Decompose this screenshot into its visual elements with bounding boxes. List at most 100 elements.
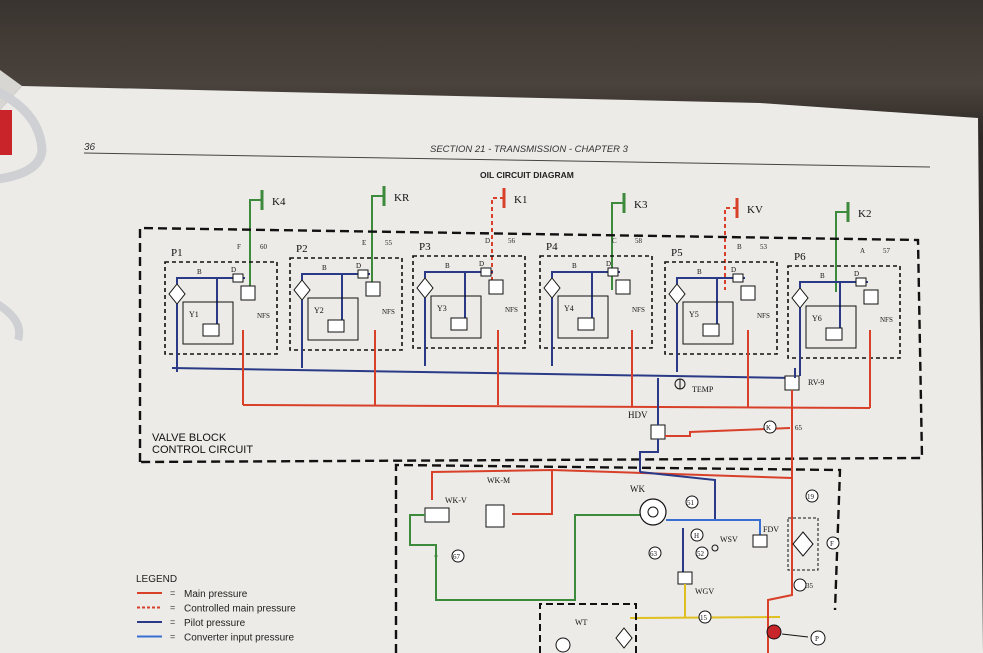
port-35-icon	[793, 578, 807, 592]
k-port-label: K	[766, 424, 771, 432]
clutch-kr: KR	[371, 186, 410, 290]
clutch-label: KR	[394, 192, 410, 204]
legend-item: =Converter input pressure	[137, 632, 294, 644]
port-51-label: 51	[687, 499, 695, 507]
nfs-label: NFS	[632, 306, 645, 314]
port-number: 56	[508, 237, 516, 245]
port-35-label: 35	[806, 582, 814, 590]
position-label: P3	[419, 241, 431, 253]
wt-box	[539, 603, 637, 653]
temp-label: TEMP	[692, 385, 714, 394]
port-label: B	[737, 243, 742, 251]
wk-converter-icon	[639, 498, 667, 526]
solenoid-icon	[577, 317, 595, 331]
b-label: B	[572, 262, 577, 270]
rv9-label: RV-9	[808, 378, 824, 387]
port-number: 53	[760, 243, 768, 251]
h-port-label: H	[694, 532, 699, 540]
d-label: D	[356, 262, 361, 270]
header-rule	[83, 152, 931, 168]
port-67-icon	[451, 549, 465, 563]
solenoid-label: Y3	[437, 304, 447, 313]
clutch-k2: K2	[835, 202, 871, 292]
wgv-label: WGV	[695, 587, 714, 596]
diagram-title: OIL CIRCUIT DIAGRAM	[480, 170, 574, 180]
pressure-valve-icon	[240, 285, 256, 301]
filter-box	[787, 517, 819, 571]
legend-item: =Controlled main pressure	[137, 603, 296, 615]
wkm-label: WK-M	[487, 476, 510, 485]
clutch-k1: K1	[491, 188, 527, 290]
clutch-label: KV	[747, 204, 763, 216]
d-label: D	[731, 266, 736, 274]
clutch-label: K3	[634, 199, 648, 211]
solenoid-box	[805, 305, 857, 349]
f-port-label: F	[830, 540, 834, 548]
binder-ring-lower	[0, 301, 24, 342]
b-label: B	[697, 268, 702, 276]
clutch-layer: K4 KR K1 K3 KV K2	[249, 186, 871, 292]
damper-icon	[607, 267, 619, 277]
legend-text: Pilot pressure	[184, 618, 246, 629]
page-number: 36	[84, 142, 96, 153]
damper-icon	[732, 273, 744, 283]
port-number: 55	[385, 239, 393, 247]
rv9-valve-icon	[784, 375, 800, 391]
control-circuit-label: CONTROL CIRCUIT	[152, 444, 253, 456]
valve-block-boundary	[138, 226, 924, 464]
b-label: B	[197, 268, 202, 276]
port-51-icon	[685, 495, 699, 509]
port-15-label: 15	[700, 614, 708, 622]
k-port-num: 65	[795, 424, 803, 432]
pilot-pressure-bus	[171, 367, 796, 379]
clutch-k4: K4	[249, 190, 286, 290]
nfs-label: NFS	[382, 308, 395, 316]
position-box	[164, 261, 278, 355]
h-port-icon	[690, 528, 704, 542]
solenoid-icon	[327, 319, 345, 333]
hdv-label: HDV	[628, 410, 648, 420]
pressure-valve-icon	[488, 279, 504, 295]
position-label: P1	[171, 247, 183, 259]
paper-page	[0, 86, 983, 653]
green-line-left	[409, 514, 640, 601]
legend-text: Controlled main pressure	[184, 604, 296, 615]
main-pressure-bus	[242, 404, 871, 409]
clutch-k3: K3	[611, 193, 648, 290]
position-label: P6	[794, 251, 806, 263]
d-label: D	[479, 260, 484, 268]
clutch-label: K1	[514, 194, 527, 206]
k-port-icon	[763, 420, 777, 434]
damper-icon	[232, 273, 244, 283]
solenoid-icon	[202, 323, 220, 337]
port-63-label: 63	[650, 550, 658, 558]
solenoid-label: Y6	[812, 314, 822, 323]
solenoid-label: Y5	[689, 310, 699, 319]
b-label: B	[445, 262, 450, 270]
fdv-valve-icon	[752, 534, 768, 548]
b-label: B	[820, 272, 825, 280]
position-label: P2	[296, 243, 308, 255]
pressure-valve-icon	[863, 289, 879, 305]
position-label: P4	[546, 241, 558, 253]
d-label: D	[606, 260, 611, 268]
port-label: A	[860, 247, 865, 255]
port-52-label: 52	[697, 550, 705, 558]
port-label: F	[237, 243, 241, 251]
red-tab	[0, 110, 12, 155]
wkm-valve-icon	[485, 504, 505, 528]
pressure-valve-icon	[615, 279, 631, 295]
port-15-icon	[698, 610, 712, 624]
fdv-label: FDV	[763, 525, 779, 534]
port-number: 60	[260, 243, 268, 251]
solenoid-icon	[702, 323, 720, 337]
wkv-valve-icon	[424, 507, 450, 523]
valve-block-label: VALVE BLOCK	[152, 432, 227, 444]
clutch-label: K4	[272, 196, 286, 208]
nfs-label: NFS	[257, 312, 270, 320]
